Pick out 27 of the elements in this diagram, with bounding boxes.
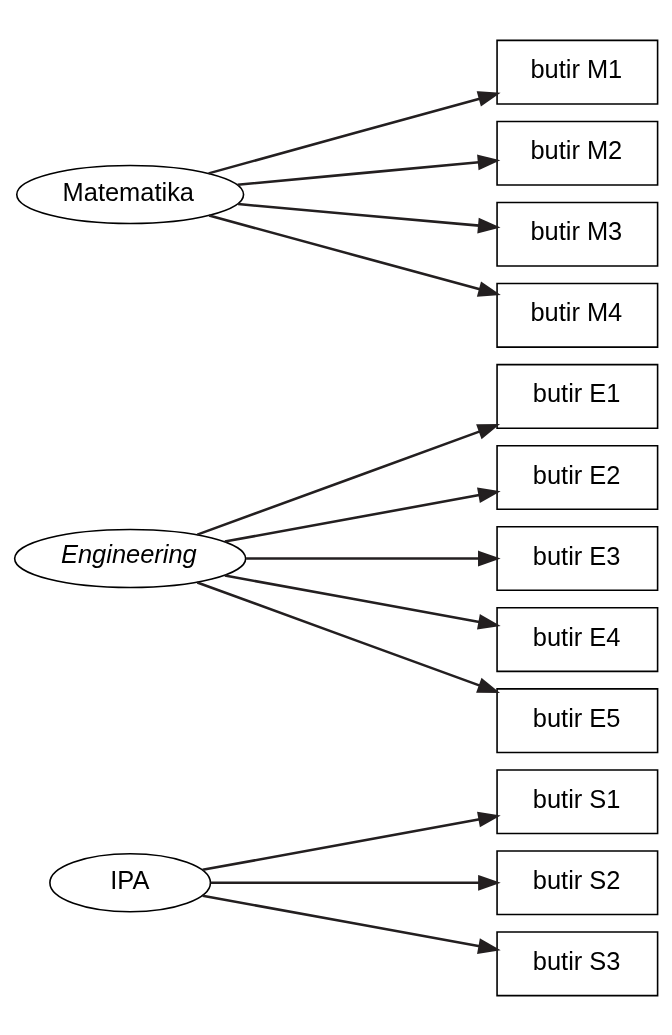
node-box: butir E2 — [496, 444, 659, 510]
arrow — [210, 874, 501, 891]
node-box: butir M2 — [496, 120, 659, 186]
arrow — [208, 213, 501, 297]
node-box: butir M1 — [496, 39, 659, 105]
arrow — [202, 894, 501, 954]
arrow — [196, 580, 501, 693]
arrow — [237, 153, 501, 186]
node-box: butir E4 — [496, 606, 659, 672]
node-ellipse: Matematika — [15, 164, 245, 224]
arrow — [246, 550, 501, 566]
arrow — [202, 811, 501, 871]
node-box: butir E1 — [496, 363, 659, 429]
node-ellipse: Engineering — [13, 528, 247, 588]
node-box: butir M3 — [496, 201, 659, 267]
node-box: butir M4 — [496, 282, 659, 348]
node-box: butir S1 — [496, 768, 659, 834]
arrow — [224, 486, 501, 543]
arrow — [224, 573, 501, 630]
arrow — [196, 423, 501, 536]
node-box: butir E3 — [496, 525, 659, 591]
arrow — [238, 202, 501, 233]
node-box: butir E5 — [496, 687, 659, 753]
node-box: butir S3 — [496, 930, 659, 996]
arrow — [208, 90, 501, 175]
node-ellipse: IPA — [49, 852, 212, 913]
node-box: butir S2 — [496, 849, 659, 915]
